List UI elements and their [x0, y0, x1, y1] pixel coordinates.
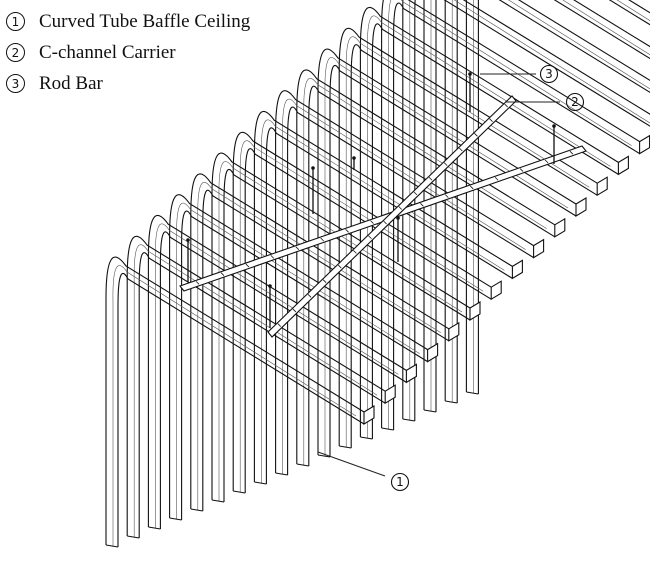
baffle-tube [296, 69, 566, 467]
legend-item-rod: 3 Rod Bar [6, 68, 250, 99]
callout-rod: 3 [480, 64, 559, 84]
rod-bar [268, 284, 272, 328]
legend-label-rod: Rod Bar [39, 72, 103, 94]
rod-bar [352, 156, 356, 170]
baffle-tube [359, 6, 629, 440]
baffle-tube [232, 131, 502, 494]
legend-item-baffle: 1 Curved Tube Baffle Ceiling [6, 6, 250, 37]
baffle-tube [105, 256, 375, 548]
legend-item-carrier: 2 C-channel Carrier [6, 37, 250, 68]
baffle-tube [275, 90, 545, 476]
rod-bar [186, 238, 190, 282]
legend-number-1: 1 [6, 12, 25, 31]
legend-label-baffle: Curved Tube Baffle Ceiling [39, 10, 251, 32]
rod-bar [311, 166, 315, 214]
rod-bar [552, 124, 556, 164]
callout-baffle-number: 1 [396, 475, 404, 489]
baffle-tube [465, 0, 650, 395]
legend-number-3: 3 [6, 74, 25, 93]
baffle-tube [402, 0, 650, 422]
baffle-tubes [105, 0, 650, 548]
baffle-tube [338, 27, 608, 449]
baffle-tube [444, 0, 650, 404]
callout-rod-number: 3 [545, 67, 553, 81]
baffle-tube [190, 173, 460, 512]
baffle-tube [147, 214, 417, 530]
rod-bars [186, 72, 556, 328]
baffle-tube [381, 0, 650, 431]
baffle-tube [317, 48, 587, 458]
c-channel-carrier [267, 95, 517, 338]
rod-bar [396, 216, 400, 262]
baffle-tube [169, 194, 439, 521]
callout-carrier: 2 [505, 92, 585, 112]
baffle-tube [211, 152, 481, 503]
baffle-tube [253, 110, 523, 485]
baffle-tube [126, 235, 396, 539]
c-channel-carriers [179, 95, 587, 338]
rod-bar [468, 72, 472, 112]
legend-label-carrier: C-channel Carrier [39, 41, 176, 63]
legend: 1 Curved Tube Baffle Ceiling 2 C-channel… [6, 6, 250, 99]
c-channel-carrier [179, 145, 587, 292]
baffle-tube [423, 0, 650, 413]
legend-number-2: 2 [6, 43, 25, 62]
callout-carrier-number: 2 [571, 95, 579, 109]
callout-baffle: 1 [317, 451, 410, 492]
